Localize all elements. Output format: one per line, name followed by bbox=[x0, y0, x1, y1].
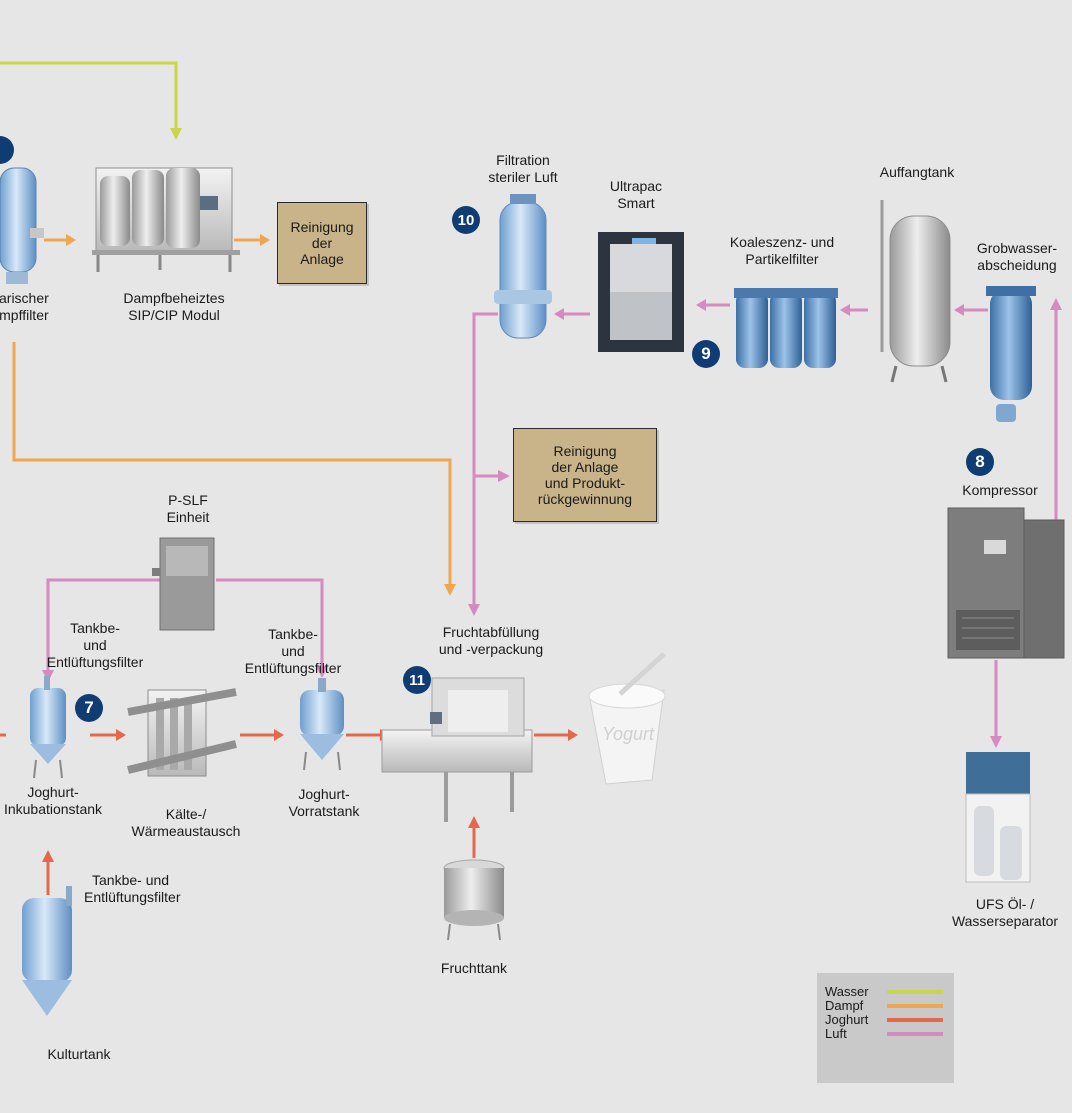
legend: Wasser Dampf Joghurt Luft bbox=[817, 973, 954, 1083]
steam-filter-label-line1: narischer bbox=[0, 290, 49, 306]
ufs-separator-equipment bbox=[965, 752, 1031, 883]
incubation-tank-equipment bbox=[30, 676, 66, 779]
tankbe3-label: Tankbe- und Entlüftungsfilter bbox=[84, 872, 214, 906]
vorrat-label: Joghurt- Vorratstank bbox=[272, 786, 376, 820]
culture-tank-equipment bbox=[22, 886, 72, 1016]
ultrapac-label-line2: Smart bbox=[617, 195, 655, 211]
sterile-air-filter-equipment bbox=[494, 194, 552, 339]
filtration-label-line2: steriler Luft bbox=[488, 169, 558, 185]
steam-filter-equipment bbox=[0, 167, 44, 284]
tankbe2-label-line1: Tankbe- bbox=[268, 626, 318, 642]
water-separator-equipment bbox=[986, 286, 1036, 422]
filtration-label: Filtration steriler Luft bbox=[468, 152, 578, 186]
vorrat-label-line1: Joghurt- bbox=[298, 786, 350, 802]
sip-cip-label: Dampfbeheiztes SIP/CIP Modul bbox=[104, 290, 244, 324]
grobwasser-label: Grobwasser- abscheidung bbox=[962, 240, 1072, 274]
ultrapac-label: Ultrapac Smart bbox=[596, 178, 676, 212]
legend-label-joghurt: Joghurt bbox=[825, 1012, 869, 1027]
tankbe1-label: Tankbe- und Entlüftungsfilter bbox=[30, 620, 160, 671]
yogurt-cup-text: Yogurt bbox=[602, 724, 655, 744]
grobwasser-label-line2: abscheidung bbox=[977, 257, 1057, 273]
filling-machine-equipment bbox=[381, 677, 533, 822]
water-line bbox=[0, 61, 178, 130]
ufs-label: UFS Öl- / Wasserseparator bbox=[938, 896, 1072, 930]
legend-label-luft: Luft bbox=[825, 1026, 847, 1041]
vorrat-label-line2: Vorratstank bbox=[288, 803, 360, 819]
grobwasser-label-line1: Grobwasser- bbox=[976, 240, 1058, 256]
coalescing-label-line1: Koaleszenz- und bbox=[729, 234, 835, 250]
pslf-label-line2: Einheit bbox=[166, 509, 210, 525]
steam-filter-label: narischer ampffilter bbox=[0, 290, 62, 324]
sip-cip-label-line1: Dampfbeheiztes bbox=[123, 290, 225, 306]
cleaning-box-1: Reinigung der Anlage bbox=[277, 202, 367, 284]
kaelte-label: Kälte-/ Wärmeaustausch bbox=[118, 806, 254, 840]
fruchttank-label: Fruchttank bbox=[440, 960, 508, 976]
tankbe1-label-line3: Entlüftungsfilter bbox=[46, 654, 144, 670]
legend-label-wasser: Wasser bbox=[825, 984, 869, 999]
frucht-label-line1: Fruchtabfüllung bbox=[442, 624, 540, 640]
inkubation-label-line2: Inkubationstank bbox=[3, 801, 103, 817]
frucht-label-line2: und -verpackung bbox=[438, 641, 544, 657]
inkubation-label-line1: Joghurt- bbox=[27, 784, 79, 800]
pslf-label-line1: P-SLF bbox=[168, 492, 208, 508]
legend-swatch-luft bbox=[887, 1032, 943, 1036]
air-lines bbox=[46, 303, 1058, 738]
steam-arrows bbox=[66, 234, 456, 596]
fruit-tank-equipment bbox=[443, 859, 505, 941]
badge-8: 8 bbox=[966, 448, 994, 476]
kaelte-label-line1: Kälte-/ bbox=[165, 806, 207, 822]
badge-7: 7 bbox=[75, 694, 103, 722]
tankbe2-label: Tankbe- und Entlüftungsfilter bbox=[228, 626, 358, 677]
tankbe1-label-line1: Tankbe- bbox=[70, 620, 120, 636]
ufs-label-line2: Wasserseparator bbox=[951, 913, 1059, 929]
yogurt-cup-equipment: Yogurt bbox=[588, 652, 666, 785]
tankbe3-label-line1: Tankbe- und bbox=[92, 872, 170, 888]
water-arrow bbox=[170, 128, 182, 140]
ufs-label-line1: UFS Öl- / bbox=[975, 896, 1035, 912]
cleaning-box-2: Reinigung der Anlage und Produkt- rückge… bbox=[513, 428, 657, 522]
ultrapac-label-line1: Ultrapac bbox=[609, 178, 663, 194]
compressor-equipment bbox=[947, 507, 1065, 659]
receiver-tank-equipment bbox=[880, 200, 951, 383]
coalescing-label-line2: Partikelfilter bbox=[745, 251, 819, 267]
tankbe1-label-line2: und bbox=[83, 637, 107, 653]
tankbe2-label-line2: und bbox=[281, 643, 305, 659]
tankbe3-label-line2: Entlüftungsfilter bbox=[84, 889, 181, 905]
air-arrows bbox=[42, 298, 1062, 748]
frucht-label: Fruchtabfüllung und -verpackung bbox=[416, 624, 566, 658]
ultrapac-smart-equipment bbox=[598, 232, 684, 352]
legend-swatch-wasser bbox=[887, 990, 943, 994]
coalescing-label: Koaleszenz- und Partikelfilter bbox=[712, 234, 852, 268]
steam-filter-label-line2: ampffilter bbox=[0, 307, 49, 323]
auffangtank-label: Auffangtank bbox=[879, 164, 955, 180]
pslf-label: P-SLF Einheit bbox=[148, 492, 228, 526]
sip-cip-label-line2: SIP/CIP Modul bbox=[128, 307, 220, 323]
legend-swatch-dampf bbox=[887, 1004, 943, 1008]
sip-cip-module-equipment bbox=[92, 167, 240, 272]
storage-tank-equipment bbox=[300, 678, 344, 771]
badge-10: 10 bbox=[452, 206, 480, 234]
heat-exchanger-equipment bbox=[127, 688, 237, 777]
legend-swatch-joghurt bbox=[887, 1018, 943, 1022]
kulturtank-label: Kulturtank bbox=[47, 1046, 111, 1062]
yogurt-lines bbox=[0, 733, 570, 895]
badge-6 bbox=[0, 136, 14, 164]
kompressor-label: Kompressor bbox=[962, 482, 1038, 498]
inkubation-label: Joghurt- Inkubationstank bbox=[0, 784, 116, 818]
kaelte-label-line2: Wärmeaustausch bbox=[131, 823, 241, 839]
legend-label-dampf: Dampf bbox=[825, 998, 864, 1013]
steam-lines bbox=[12, 238, 452, 588]
badge-9: 9 bbox=[692, 340, 720, 368]
tankbe2-label-line3: Entlüftungsfilter bbox=[244, 660, 342, 676]
filtration-label-line1: Filtration bbox=[496, 152, 550, 168]
pslf-unit-equipment bbox=[152, 537, 215, 631]
coalescing-filters-equipment bbox=[734, 288, 838, 368]
badge-11: 11 bbox=[403, 666, 431, 694]
